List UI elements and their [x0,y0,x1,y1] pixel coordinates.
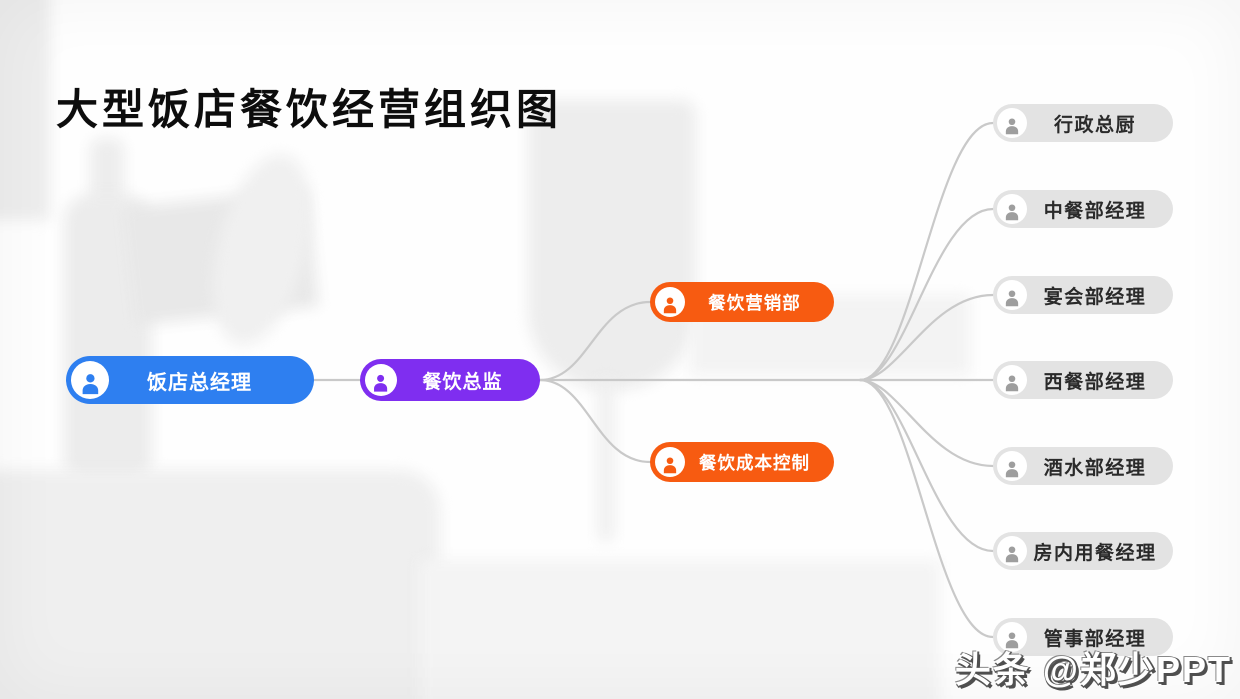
person-icon [365,364,397,396]
person-icon [997,451,1027,481]
node-label: 管事部经理 [1043,628,1147,650]
node-fb-marketing: 餐饮营销部 [650,282,834,322]
node-label: 餐饮成本控制 [699,452,810,473]
connector-director-marketing [538,300,652,382]
node-dept-banquet: 宴会部经理 [993,276,1173,314]
person-icon [997,365,1027,395]
node-dept-chinese-restaurant: 中餐部经理 [993,190,1173,228]
node-dept-executive-chef: 行政总厨 [993,104,1173,142]
background-photo-blob [420,560,940,699]
person-icon [997,194,1027,224]
node-label: 行政总厨 [1053,114,1136,136]
slide-title: 大型饭店餐饮经营组织图 [56,86,563,134]
node-label: 房内用餐经理 [1033,542,1157,564]
node-dept-western-restaurant: 西餐部经理 [993,361,1173,399]
node-fb-director: 餐饮总监 [360,359,540,401]
person-icon [71,361,109,399]
person-icon [655,287,685,317]
node-label: 酒水部经理 [1043,457,1147,479]
background-photo-blob [0,0,50,220]
node-label: 宴会部经理 [1043,286,1147,308]
connector-dept-1 [858,121,995,382]
connector-dept-2 [858,207,995,382]
node-label: 饭店总经理 [147,371,252,394]
node-hotel-general-manager: 饭店总经理 [66,356,314,404]
node-label: 西餐部经理 [1043,371,1147,393]
watermark-text: 头条 @郑少PPT [954,649,1232,690]
node-label: 餐饮营销部 [708,292,801,313]
background-wineglass-blob [598,380,614,540]
person-icon [655,447,685,477]
person-icon [997,622,1027,652]
node-dept-in-room-dining: 房内用餐经理 [993,532,1173,570]
connector-dept-6 [858,378,995,553]
connector-dept-7 [858,378,995,639]
node-label: 餐饮总监 [422,371,503,393]
node-label: 中餐部经理 [1043,200,1147,222]
node-fb-cost-control: 餐饮成本控制 [650,442,834,482]
background-wineglass-blob [528,100,696,390]
node-dept-beverage: 酒水部经理 [993,447,1173,485]
connector-dept-3 [858,293,995,382]
node-dept-stewarding: 管事部经理 [993,618,1173,656]
background-photo-blob [0,470,440,699]
person-icon [997,108,1027,138]
person-icon [997,536,1027,566]
connector-director-cost [538,378,652,464]
person-icon [997,280,1027,310]
